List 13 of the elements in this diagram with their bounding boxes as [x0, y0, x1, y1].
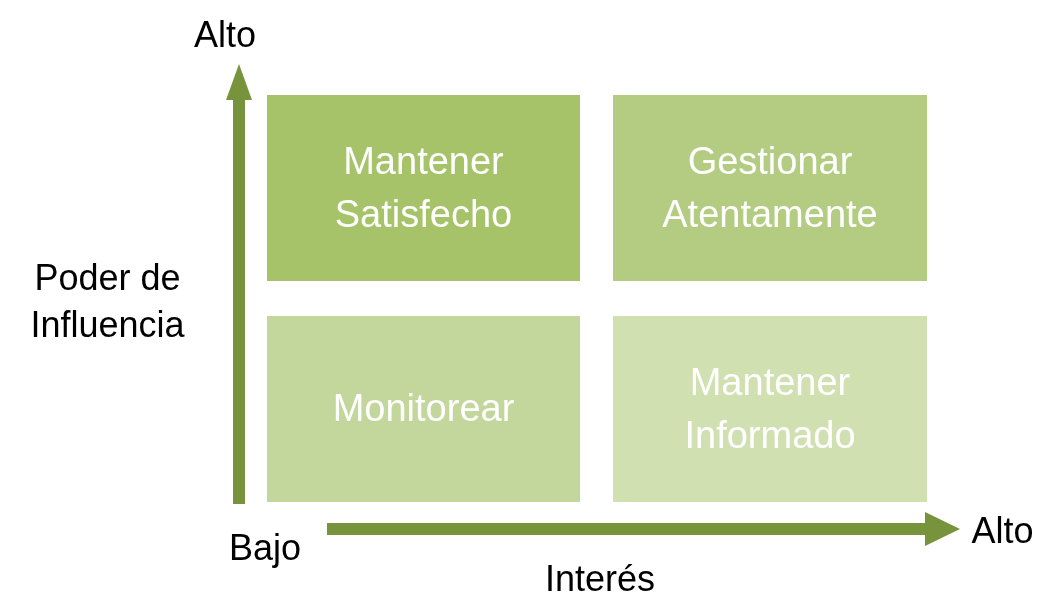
- quadrant-label: Gestionar Atentamente: [661, 138, 879, 237]
- quadrant-box: [613, 316, 927, 502]
- quadrant-label: Mantener Informado: [683, 359, 857, 458]
- axis-title: Poder de Influencia: [29, 256, 186, 347]
- quadrant-box: [267, 95, 580, 281]
- axis-title: Interés: [543, 557, 657, 599]
- axis-end-label: Bajo: [227, 526, 303, 570]
- quadrant-label: Monitorear: [332, 386, 515, 432]
- axis-end-label: Alto: [970, 509, 1035, 553]
- quadrant-box: [267, 316, 580, 502]
- axis-end-label: Alto: [192, 13, 257, 57]
- quadrant-label: Mantener Satisfecho: [333, 138, 514, 237]
- quadrant-box: [613, 95, 927, 281]
